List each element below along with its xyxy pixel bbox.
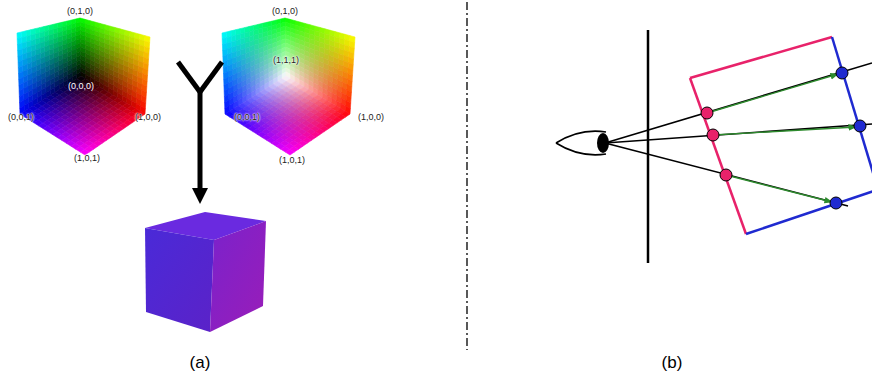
ray-diagram — [556, 30, 872, 263]
divider — [466, 2, 467, 350]
corner-coordinate: (0,0,0) — [68, 82, 94, 91]
rgb-cube — [222, 18, 355, 155]
color-cube — [17, 18, 355, 155]
result-cube — [145, 212, 266, 332]
rgb-cube — [17, 18, 150, 155]
panel-label: (b) — [662, 354, 683, 371]
corner-coordinate: (1,1,1) — [273, 56, 299, 65]
corner-coordinate: (1,0,0) — [135, 113, 161, 122]
merge-arrow — [178, 62, 222, 196]
corner-coordinate: (0,1,0) — [67, 7, 93, 16]
corner-coordinate: (1,0,1) — [74, 154, 100, 163]
corner-coordinate: (1,0,0) — [358, 113, 384, 122]
corner-coordinate: (0,1,0) — [272, 7, 298, 16]
corner-coordinate: (0,0,1) — [234, 113, 260, 122]
corner-coordinate: (0,0,1) — [8, 113, 34, 122]
corner-coordinate: (1,0,1) — [279, 156, 305, 165]
panel-label: (a) — [190, 354, 211, 371]
